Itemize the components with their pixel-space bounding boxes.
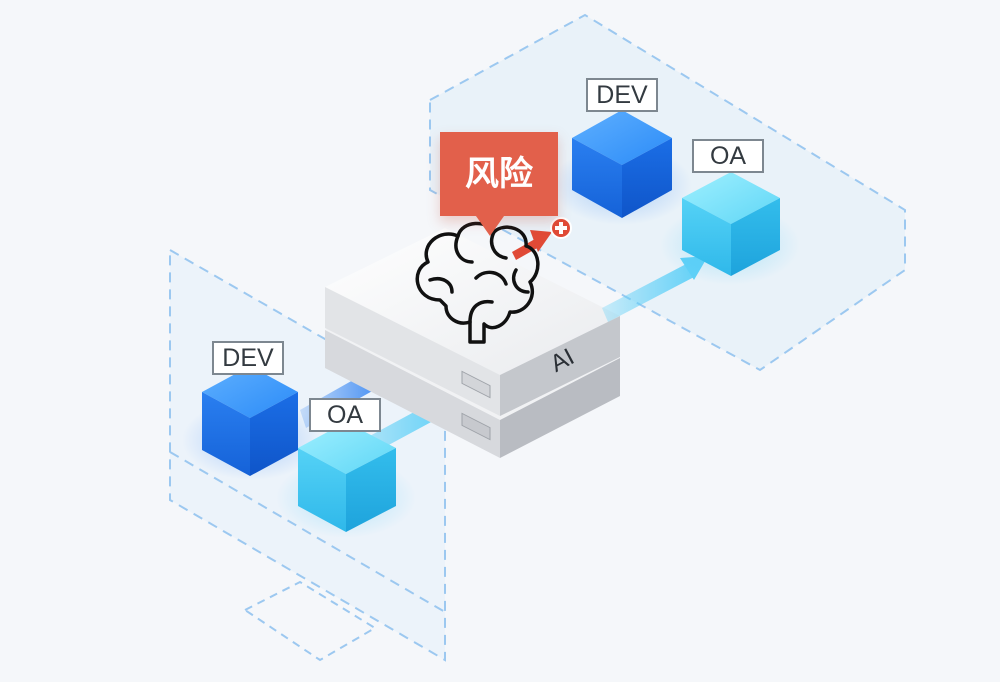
right-oa-label: OA (692, 139, 764, 173)
lower-drive-slot (461, 412, 491, 441)
plus-badge-icon (550, 217, 572, 239)
left-dev-cube (202, 366, 298, 476)
risk-arrow (512, 230, 552, 260)
left-dev-label: DEV (212, 341, 284, 375)
right-dev-label: DEV (586, 78, 658, 112)
right-dev-cube (572, 110, 672, 218)
monitor-stand (243, 580, 377, 662)
right-oa-cube (682, 172, 780, 276)
arrow-head-risk (530, 230, 552, 252)
left-oa-label: OA (309, 398, 381, 432)
ai-server (325, 228, 620, 458)
risk-callout: 风险 (440, 132, 558, 236)
brain-icon (415, 221, 540, 344)
upper-drive-slot (461, 370, 491, 399)
left-oa-cube (298, 422, 396, 532)
